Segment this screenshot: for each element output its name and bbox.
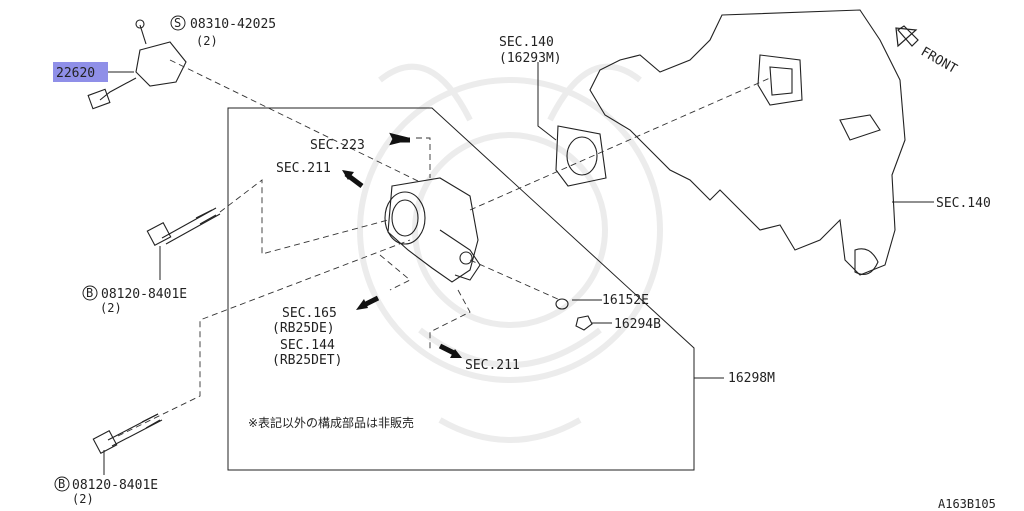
sec140-right-label[interactable]: SEC.140 bbox=[936, 196, 991, 211]
arrow-sec223 bbox=[389, 132, 410, 146]
sec144-label[interactable]: SEC.144 bbox=[280, 338, 335, 353]
dash-sec211b bbox=[429, 289, 471, 350]
qty-08310: (2) bbox=[196, 34, 218, 48]
nut-16294b bbox=[575, 315, 593, 331]
svg-text:S: S bbox=[174, 16, 181, 30]
arrow-sec211-bottom bbox=[438, 343, 462, 358]
dash-sensor-tb bbox=[169, 59, 421, 183]
sec223-label[interactable]: SEC.223 bbox=[310, 138, 365, 153]
svg-text:B: B bbox=[58, 477, 65, 491]
diagram-id: A163B105 bbox=[938, 497, 996, 511]
front-arrow-icon bbox=[895, 25, 919, 48]
highlight-box bbox=[53, 62, 108, 82]
assembly-outline bbox=[227, 107, 695, 471]
part-08310-label[interactable]: 08310-42025 bbox=[190, 17, 276, 32]
assembly-label[interactable]: 16298M bbox=[728, 371, 775, 386]
dash-sec165 bbox=[379, 254, 411, 291]
dash-tb-manifold bbox=[469, 77, 771, 211]
part-16152e-label[interactable]: 16152E bbox=[602, 293, 649, 308]
bolt1-label[interactable]: 08120-8401E bbox=[101, 287, 187, 302]
bolt-upper bbox=[146, 207, 221, 247]
sec144-note: (RB25DET) bbox=[272, 353, 342, 368]
throttle-sensor bbox=[87, 19, 187, 110]
gasket bbox=[555, 125, 607, 187]
sec211-bottom-label[interactable]: SEC.211 bbox=[465, 358, 520, 373]
throttle-body bbox=[384, 177, 481, 283]
dash-washer bbox=[469, 259, 561, 301]
leader-sec140-top bbox=[537, 62, 557, 141]
sec140-top-label[interactable]: SEC.140 bbox=[499, 35, 554, 50]
bolt-lower bbox=[92, 413, 163, 455]
arrow-sec211-top bbox=[342, 170, 364, 188]
watermark-emblem bbox=[357, 63, 663, 443]
bolt2-label[interactable]: 08120-8401E bbox=[72, 478, 158, 493]
circle-b-icon-upper: B bbox=[82, 285, 98, 301]
note-jp: ※表記以外の構成部品は非販売 bbox=[248, 415, 414, 430]
dash-sec223 bbox=[416, 137, 431, 178]
sec165-label[interactable]: SEC.165 bbox=[282, 306, 337, 321]
intake-manifold bbox=[589, 9, 906, 276]
part-22620-label[interactable]: 22620 bbox=[56, 66, 95, 81]
sec140-top-code[interactable]: (16293M) bbox=[499, 51, 562, 66]
circle-b-icon-lower: B bbox=[54, 476, 70, 492]
sec165-note: (RB25DE) bbox=[272, 321, 335, 336]
washer-16152e bbox=[555, 298, 569, 310]
bolt1-qty: (2) bbox=[100, 301, 122, 315]
circle-s-icon: S bbox=[170, 15, 186, 31]
svg-text:B: B bbox=[86, 286, 93, 300]
front-label: FRONT bbox=[918, 44, 960, 77]
dash-bolt-upper bbox=[219, 179, 389, 255]
arrow-sec165 bbox=[356, 295, 380, 310]
sec211-top-label[interactable]: SEC.211 bbox=[276, 161, 331, 176]
bolt2-qty: (2) bbox=[72, 492, 94, 506]
part-16294b-label[interactable]: 16294B bbox=[614, 317, 661, 332]
dash-bolt-lower bbox=[117, 239, 411, 437]
